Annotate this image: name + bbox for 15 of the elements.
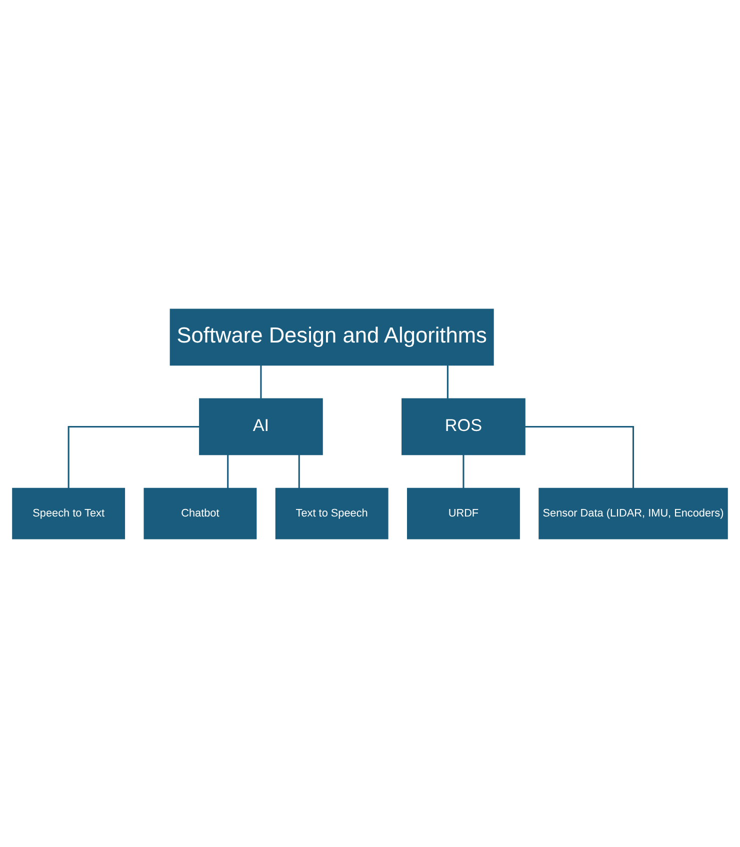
connector: [227, 454, 229, 488]
node-box: Text to Speech: [275, 487, 388, 539]
node-box: Software Design and Algorithms: [170, 308, 494, 366]
connector: [68, 425, 200, 488]
node-box: AI: [199, 398, 323, 455]
connector: [525, 425, 634, 488]
node-box: Chatbot: [144, 487, 257, 539]
connector: [260, 364, 262, 398]
node-box: Sensor Data (LIDAR, IMU, Encoders): [538, 487, 728, 539]
node-box: ROS: [402, 398, 526, 455]
connector: [462, 454, 464, 488]
node-box: Speech to Text: [12, 487, 126, 539]
connector: [446, 364, 448, 398]
connector: [298, 454, 300, 488]
node-box: URDF: [407, 487, 520, 539]
